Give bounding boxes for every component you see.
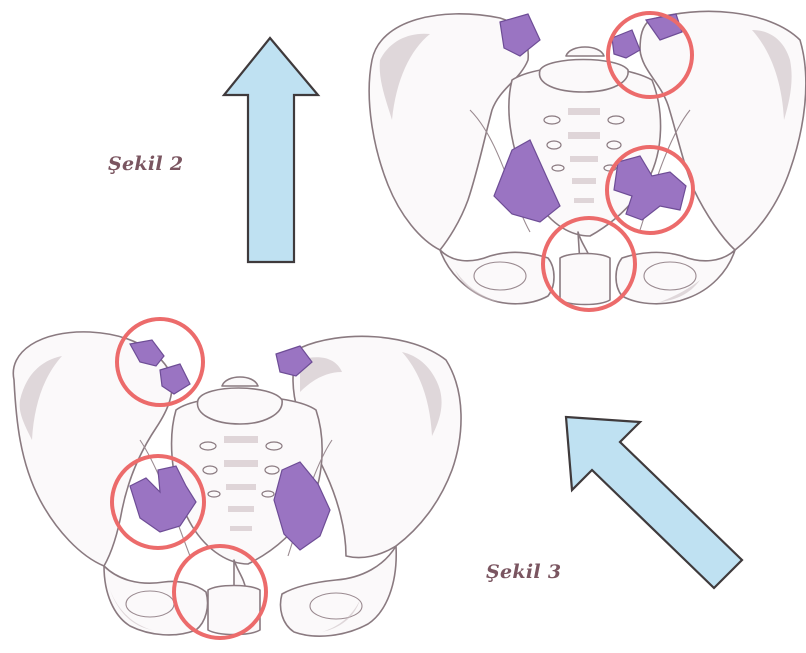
right-pubis bbox=[281, 546, 397, 636]
figure-2-caption: Şekil 2 bbox=[108, 153, 183, 175]
left-pubis bbox=[440, 250, 554, 304]
pelvis-illustration-figure-2 bbox=[369, 11, 806, 310]
lumbar-vertebra bbox=[197, 388, 282, 424]
figure-3-caption: Şekil 3 bbox=[486, 561, 561, 583]
pelvis-illustration-figure-3 bbox=[13, 319, 461, 638]
ligament-iliolumbar-right bbox=[612, 30, 640, 58]
arrow-diagonal-up-left-icon bbox=[566, 417, 742, 588]
left-iliac-wing bbox=[13, 332, 172, 566]
left-pubis bbox=[104, 566, 208, 635]
arrow-up-icon bbox=[224, 38, 318, 262]
